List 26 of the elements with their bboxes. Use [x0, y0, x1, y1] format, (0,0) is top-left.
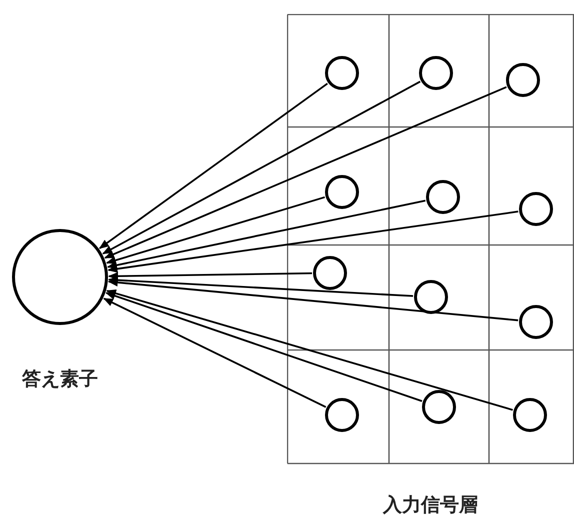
arrow [108, 276, 414, 297]
input-unit-circle [426, 180, 460, 214]
arrow [108, 210, 518, 273]
layer-label: 入力信号層 [382, 493, 479, 518]
arrow [106, 200, 426, 270]
unit-label: 答え素子 [21, 367, 99, 392]
arrow [108, 278, 518, 322]
input-unit-circle [325, 175, 359, 209]
arrow [108, 272, 312, 280]
arrow [98, 82, 328, 249]
arrow [103, 298, 326, 408]
input-unit-circle [519, 305, 553, 339]
input-unit-circle [506, 63, 540, 97]
arrow [106, 196, 326, 264]
input-unit-circle [519, 192, 553, 226]
input-unit-circle [325, 56, 359, 90]
input-unit-circle [419, 56, 453, 90]
input-unit-circle [325, 398, 359, 432]
arrow [104, 86, 507, 259]
input-unit-circle [313, 256, 347, 290]
input-unit-circle [414, 280, 448, 314]
arrow [106, 290, 513, 411]
input-unit-circle [422, 390, 456, 424]
arrow [105, 292, 422, 402]
input-unit-circle [513, 398, 547, 432]
arrow [102, 80, 421, 254]
